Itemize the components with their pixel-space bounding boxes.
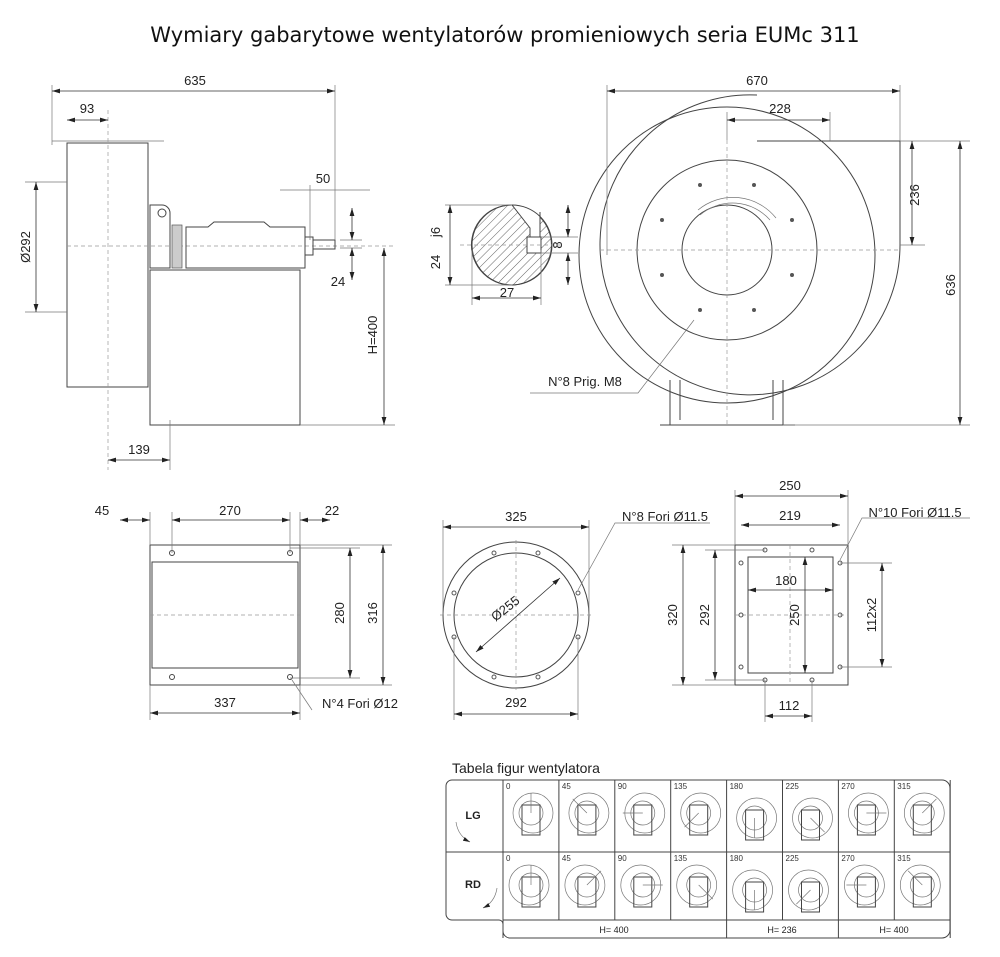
motor-plate: 250 219 180 250 320 292 112x2 112 N°10 F…	[665, 478, 970, 722]
fan-figure-rd-135: 135	[674, 854, 718, 908]
angle-label: 135	[674, 782, 688, 791]
fan-figure-rd-45: 45	[562, 854, 606, 908]
rotation-arrow-rd-icon	[482, 887, 498, 909]
note-fori-11-5-inlet: N°8 Fori Ø11.5	[622, 509, 708, 524]
dim-180: 180	[775, 573, 797, 588]
fan-figure-rd-180: 180	[730, 854, 773, 913]
figure-table: Tabela figur wentylatora 0 45 90 135 180 225 2…	[445, 760, 951, 939]
dim-d292: Ø292	[18, 231, 33, 263]
height-label-3: H= 400	[879, 925, 908, 935]
fan-figure-rd-270: 270	[841, 854, 885, 908]
dim-j6: j6	[428, 227, 443, 238]
fan-figure-lg-135: 135	[674, 782, 722, 836]
dim-316: 316	[365, 602, 380, 624]
angle-label: 180	[730, 854, 744, 863]
dim-228: 228	[769, 101, 791, 116]
angle-label: 315	[897, 782, 911, 791]
angle-label: 90	[618, 854, 627, 863]
angle-label: 180	[730, 782, 744, 791]
angle-label: 315	[897, 854, 911, 863]
dim-219: 219	[779, 508, 801, 523]
dim-292-inlet: 292	[505, 695, 527, 710]
fan-figure-lg-45: 45	[562, 782, 610, 836]
angle-label: 90	[618, 782, 627, 791]
shaft-section: j6 24 27 8	[428, 204, 578, 305]
fan-figure-lg-0: 0	[506, 782, 554, 836]
angle-label: 270	[841, 854, 855, 863]
dim-280: 280	[332, 602, 347, 624]
dim-670: 670	[746, 73, 768, 88]
angle-label: 225	[786, 854, 800, 863]
dim-635: 635	[184, 73, 206, 88]
dim-636: 636	[943, 274, 958, 296]
dim-27: 27	[500, 285, 514, 300]
dim-250: 250	[779, 478, 801, 493]
table-title: Tabela figur wentylatora	[452, 760, 600, 776]
dim-45: 45	[95, 503, 109, 518]
fan-figure-rd-0: 0	[506, 854, 550, 908]
dim-325: 325	[505, 509, 527, 524]
angle-label: 0	[506, 854, 511, 863]
dim-112: 112	[779, 698, 800, 713]
fan-figure-lg-180: 180	[730, 782, 777, 841]
angle-label: 45	[562, 782, 571, 791]
fan-figure-rd-225: 225	[786, 854, 829, 913]
rotation-arrow-lg-icon	[455, 821, 471, 843]
dim-337: 337	[214, 695, 236, 710]
dim-270: 270	[219, 503, 241, 518]
note-prig-m8: N°8 Prig. M8	[548, 374, 622, 389]
outlet-flange: 45 270 22 280 316 337 N°4 Fori Ø12	[95, 503, 398, 720]
dim-d255: Ø255	[488, 593, 522, 624]
fan-figure-lg-225: 225	[786, 782, 833, 841]
dim-22: 22	[325, 503, 339, 518]
dim-320: 320	[665, 604, 680, 626]
fan-figure-lg-270: 270	[841, 782, 889, 836]
row-label-lg: LG	[465, 810, 480, 822]
dim-8: 8	[550, 241, 565, 248]
dim-24-shaft: 24	[428, 255, 443, 269]
front-view: 670 228 236 636 N°8 Prig. M8	[530, 73, 970, 426]
note-fori-11-5-plate: N°10 Fori Ø11.5	[868, 505, 961, 520]
angle-label: 45	[562, 854, 571, 863]
height-label-2: H= 236	[767, 925, 796, 935]
angle-label: 0	[506, 782, 511, 791]
height-label-1: H= 400	[599, 925, 628, 935]
fan-figure-lg-90: 90	[618, 782, 666, 836]
angle-label: 135	[674, 854, 688, 863]
row-label-rd: RD	[465, 879, 481, 891]
note-fori-12: N°4 Fori Ø12	[322, 696, 398, 711]
dim-236: 236	[907, 184, 922, 206]
dim-112x2: 112x2	[864, 598, 879, 632]
fan-figure-rd-315: 315	[897, 854, 941, 908]
dim-139: 139	[128, 442, 150, 457]
angle-label: 225	[786, 782, 800, 791]
fan-figure-lg-315: 315	[897, 782, 945, 836]
side-view: 635 93 Ø292 50 24 H=400 139	[18, 73, 395, 470]
dim-h400: H=400	[365, 316, 380, 355]
dim-50: 50	[316, 171, 330, 186]
dim-250-vertical: 250	[787, 604, 802, 626]
dim-292-plate: 292	[697, 604, 712, 626]
page-title: Wymiary gabarytowe wentylatorów promieni…	[150, 23, 859, 47]
fan-figure-rd-90: 90	[618, 854, 663, 908]
angle-label: 270	[841, 782, 855, 791]
dim-24: 24	[331, 274, 345, 289]
dim-93: 93	[80, 101, 94, 116]
